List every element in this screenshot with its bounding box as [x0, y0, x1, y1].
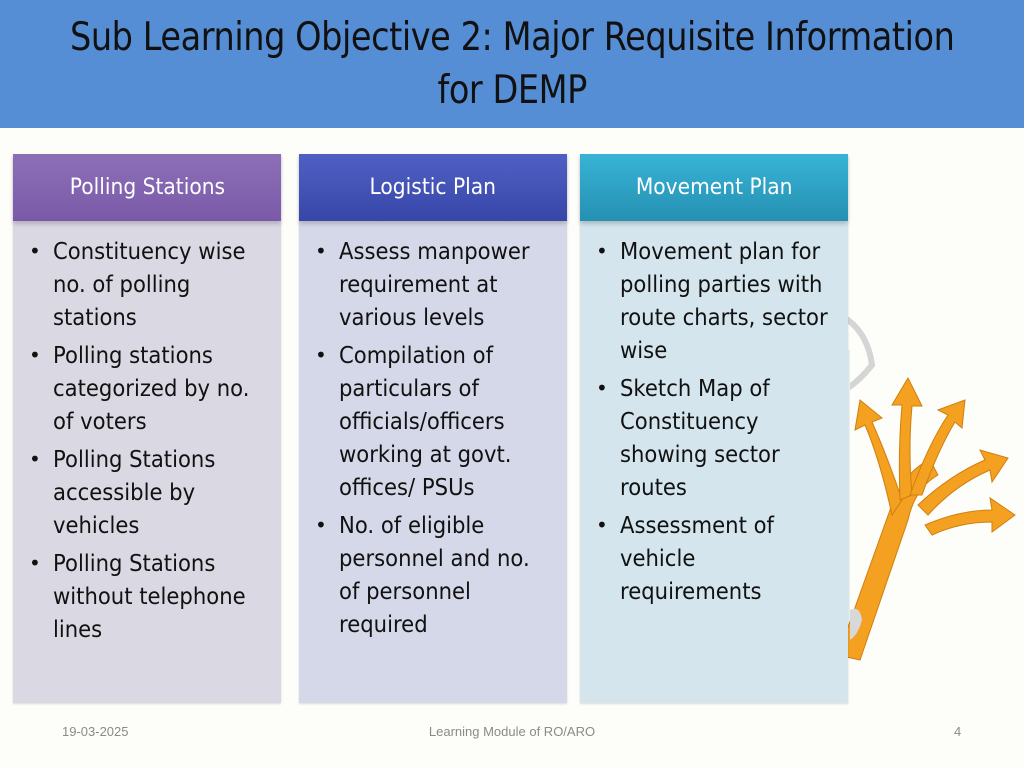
bullet-icon: • — [29, 343, 41, 367]
card-body: •Constituency wise no. of polling statio… — [13, 221, 281, 703]
card-title: Logistic Plan — [369, 175, 497, 200]
list-item: •Polling Stations without telephone line… — [29, 549, 246, 643]
bullet-icon: • — [596, 239, 608, 263]
list-item: •Sketch Map of Constituency showing sect… — [596, 374, 780, 501]
list-item: •Polling Stations accessible by vehicles — [29, 445, 216, 539]
bullet-list: •Movement plan for polling parties with … — [580, 221, 848, 608]
list-item: •Movement plan for polling parties with … — [596, 237, 828, 364]
bullet-icon: • — [315, 239, 327, 263]
card-header: Logistic Plan — [299, 154, 567, 221]
bullet-list: •Constituency wise no. of polling statio… — [13, 221, 281, 646]
card-body: •Movement plan for polling parties with … — [580, 221, 848, 703]
footer-title: Learning Module of RO/ARO — [428, 724, 596, 739]
bullet-icon: • — [596, 376, 608, 400]
title-bar: Sub Learning Objective 2: Major Requisit… — [0, 0, 1024, 128]
slide-title: Sub Learning Objective 2: Major Requisit… — [69, 11, 955, 117]
list-item: •Assessment of vehicle requirements — [596, 511, 774, 605]
bullet-icon: • — [315, 513, 327, 537]
card-header: Polling Stations — [13, 154, 281, 221]
list-item: •Constituency wise no. of polling statio… — [29, 237, 246, 331]
page-number: 4 — [954, 724, 962, 739]
card-title: Movement Plan — [635, 175, 793, 200]
card-body: •Assess manpower requirement at various … — [299, 221, 567, 703]
list-item: •No. of eligible personnel and no. of pe… — [315, 511, 530, 638]
card-title: Polling Stations — [69, 175, 225, 200]
card-header: Movement Plan — [580, 154, 848, 221]
orange-arrows-icon — [837, 376, 1016, 661]
card-polling-stations: Polling Stations •Constituency wise no. … — [13, 154, 281, 703]
list-item: •Polling stations categorized by no. of … — [29, 341, 250, 435]
slide-title-line1: Sub Learning Objective 2: Major Requisit… — [69, 15, 955, 60]
card-logistic-plan: Logistic Plan •Assess manpower requireme… — [299, 154, 567, 703]
branching-arrows-illustration — [830, 317, 1016, 661]
bullet-icon: • — [29, 447, 41, 471]
card-movement-plan: Movement Plan •Movement plan for polling… — [580, 154, 848, 703]
list-item: •Compilation of particulars of officials… — [315, 341, 512, 501]
bullet-icon: • — [29, 551, 41, 575]
bullet-icon: • — [29, 239, 41, 263]
footer-date: 19-03-2025 — [62, 724, 129, 739]
bullet-icon: • — [596, 513, 608, 537]
list-item: •Assess manpower requirement at various … — [315, 237, 530, 331]
slide-title-line2: for DEMP — [437, 68, 587, 113]
bullet-list: •Assess manpower requirement at various … — [299, 221, 567, 641]
bullet-icon: • — [315, 343, 327, 367]
